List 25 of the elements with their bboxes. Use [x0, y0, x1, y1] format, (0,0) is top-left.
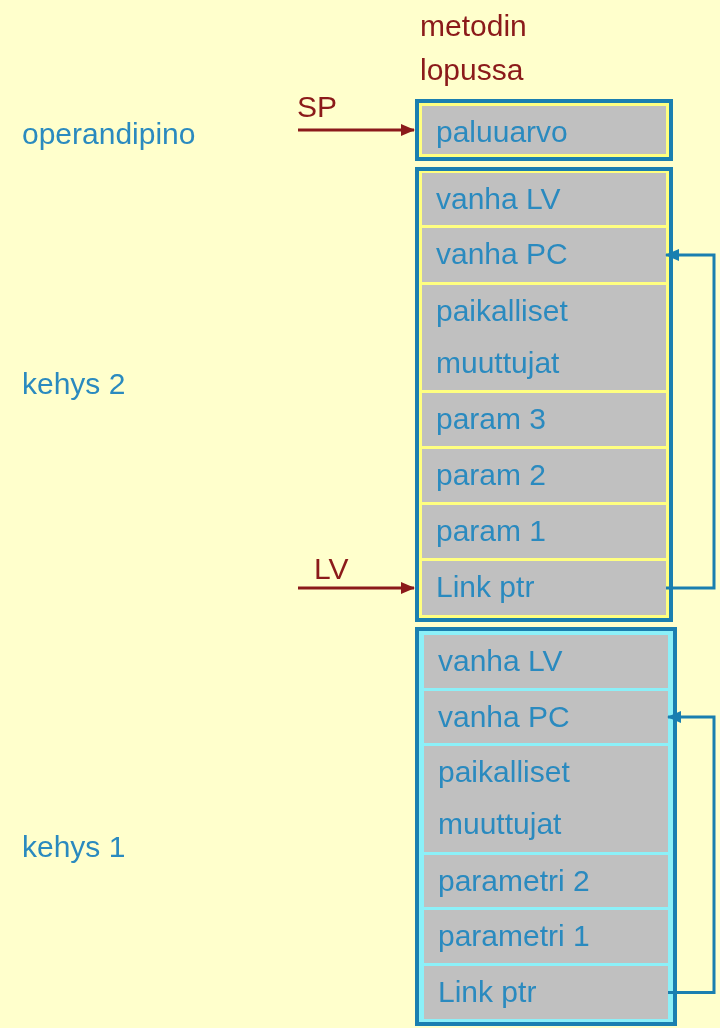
stack-cell: vanha LV — [424, 635, 668, 688]
text-label: operandipino — [22, 116, 197, 152]
arrow — [298, 582, 415, 594]
stack-cell: paluuarvo — [422, 106, 666, 154]
arrow — [298, 124, 415, 136]
stack-frame — [415, 167, 673, 622]
edge-label: LV — [314, 552, 349, 586]
stack-cell: vanha PC — [424, 691, 668, 743]
stack-cell: param 1 — [422, 505, 666, 558]
edge-label: SP — [297, 90, 338, 124]
stack-cell: parametri 2 — [424, 855, 668, 907]
stack-cell: vanha LV — [422, 173, 666, 225]
text-label: metodin lopussa — [420, 8, 528, 88]
text-label: kehys 1 — [22, 829, 127, 865]
arrow — [667, 711, 716, 994]
stack-cell: parametri 1 — [424, 910, 668, 963]
stack-cell: vanha PC — [422, 228, 666, 282]
stack-frame — [415, 627, 677, 1026]
stack-cell: param 2 — [422, 449, 666, 502]
arrow — [665, 249, 716, 590]
stack-cell: Link ptr — [424, 966, 668, 1019]
stack-frame — [415, 99, 673, 161]
text-label: kehys 2 — [22, 366, 127, 402]
stack-cell: Link ptr — [422, 561, 666, 615]
stack-cell: param 3 — [422, 393, 666, 446]
